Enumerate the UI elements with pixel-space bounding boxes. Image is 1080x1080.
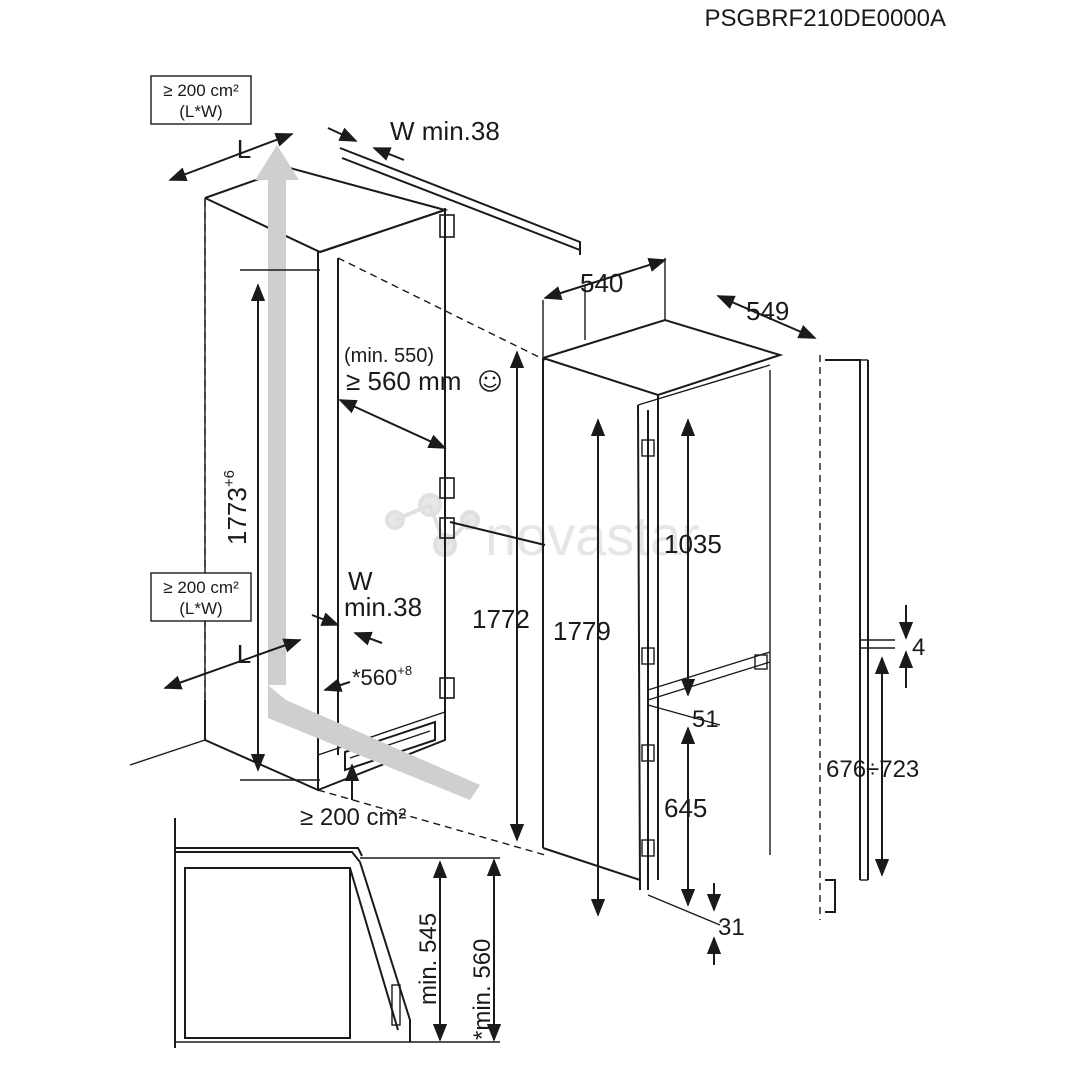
appliance-body bbox=[542, 258, 784, 891]
w-mid-arrow-a bbox=[311, 612, 340, 626]
w-top-arrow-a bbox=[327, 127, 358, 142]
model-code: PSGBRF210DE0000A bbox=[705, 5, 946, 32]
height-1772-label: 1772 bbox=[472, 604, 530, 634]
hinge-icon bbox=[439, 214, 455, 699]
vent-top-box bbox=[150, 75, 252, 125]
gap-51-label: 51 bbox=[692, 706, 719, 733]
w-mid-arrow-b bbox=[353, 631, 383, 646]
l-bottom-arrow bbox=[163, 638, 302, 690]
side-545-label: min. 545 bbox=[415, 913, 442, 1005]
depth-min-line2: ≥ 560 mm bbox=[346, 366, 461, 396]
height-1035-label: 1035 bbox=[664, 529, 722, 559]
w-mid-label-1: W bbox=[348, 566, 373, 596]
side-560-label: *min. 560 bbox=[469, 939, 496, 1040]
smiley-icon bbox=[479, 370, 501, 392]
l-top-arrow bbox=[168, 132, 294, 182]
l-top-label: L bbox=[237, 134, 251, 164]
vent-top-line1: ≥ 200 cm² bbox=[163, 81, 239, 100]
door-range-label: 676÷723 bbox=[826, 756, 919, 783]
niche-width-label: *560+8 bbox=[352, 663, 412, 690]
side-view-section bbox=[174, 818, 500, 1048]
appliance-hinge-icon bbox=[641, 439, 768, 857]
vent-mid-line2: (L*W) bbox=[179, 599, 222, 618]
vent-top-line2: (L*W) bbox=[179, 102, 222, 121]
vent-mid-line1: ≥ 200 cm² bbox=[163, 578, 239, 597]
gap-4-label: 4 bbox=[912, 634, 925, 661]
vent-mid-box bbox=[150, 572, 252, 622]
height-1779-label: 1779 bbox=[553, 616, 611, 646]
w-mid-label-2: min.38 bbox=[344, 592, 422, 622]
door-panel bbox=[819, 355, 895, 920]
vent-bottom-label: ≥ 200 cm² bbox=[300, 804, 407, 831]
w-top-arrow-b bbox=[372, 147, 405, 161]
niche-height-label: 1773+6 bbox=[221, 470, 252, 545]
depth-min-line1: (min. 550) bbox=[344, 345, 434, 367]
depth-549-label: 549 bbox=[746, 296, 789, 326]
height-645-label: 645 bbox=[664, 793, 707, 823]
depth-arrow bbox=[338, 399, 447, 449]
gap-31-label: 31 bbox=[718, 914, 745, 941]
depth-549-arrow bbox=[716, 295, 817, 339]
l-bottom-label: L bbox=[237, 639, 251, 669]
niche-width-arrow bbox=[323, 678, 351, 692]
width-540-label: 540 bbox=[580, 268, 623, 298]
w-top-label: W min.38 bbox=[390, 116, 500, 146]
width-540-arrow bbox=[543, 258, 667, 300]
airflow-arrow bbox=[255, 145, 480, 800]
